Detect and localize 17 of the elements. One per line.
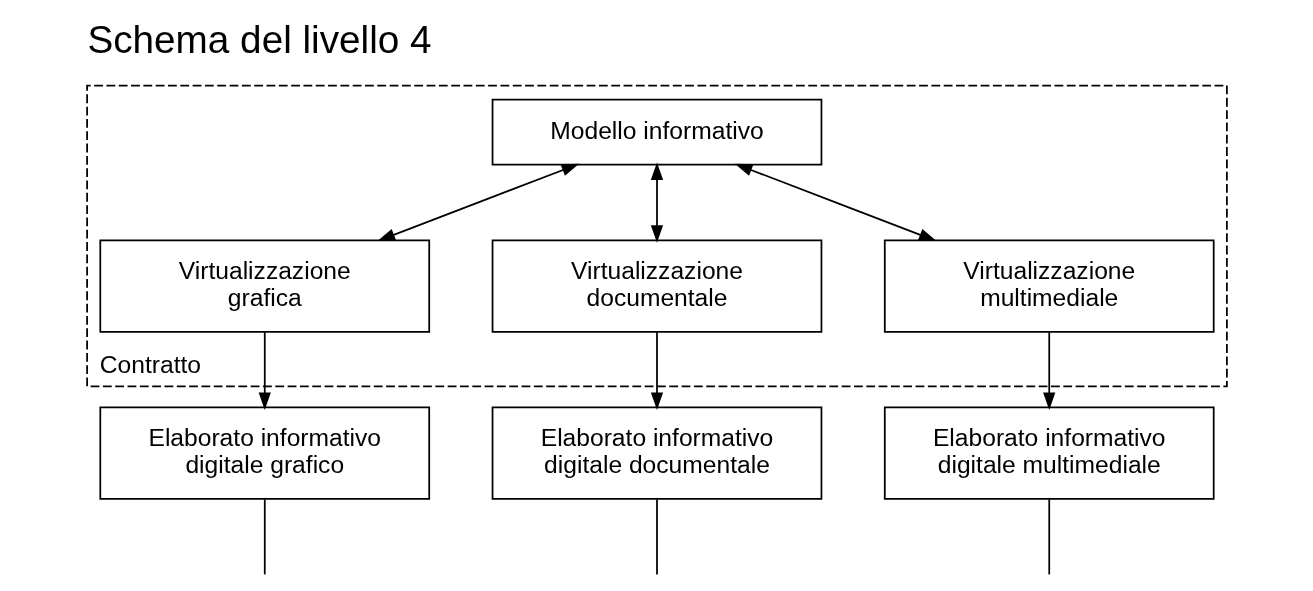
diagram-title: Schema del livello 4 — [86, 18, 432, 62]
connector — [1047, 498, 1050, 576]
connector — [263, 498, 266, 576]
node-box: Virtualizzazione documentale — [491, 239, 822, 333]
arrow — [1042, 331, 1055, 410]
arrow — [650, 331, 663, 410]
arrow — [258, 331, 271, 410]
node-box: Virtualizzazione multimediale — [883, 239, 1215, 333]
node-box: Elaborato informativo digitale multimediale — [883, 406, 1215, 500]
arrow — [650, 162, 663, 243]
node-box: Virtualizzazione grafica — [98, 239, 430, 333]
node-box: Elaborato informativo digitale grafico — [98, 406, 430, 500]
arrow — [734, 163, 937, 242]
node-box: Elaborato informativo digitale documentale — [491, 406, 822, 500]
connector — [655, 498, 658, 576]
arrow — [376, 163, 579, 242]
node-box: Modello informativo — [491, 98, 822, 166]
